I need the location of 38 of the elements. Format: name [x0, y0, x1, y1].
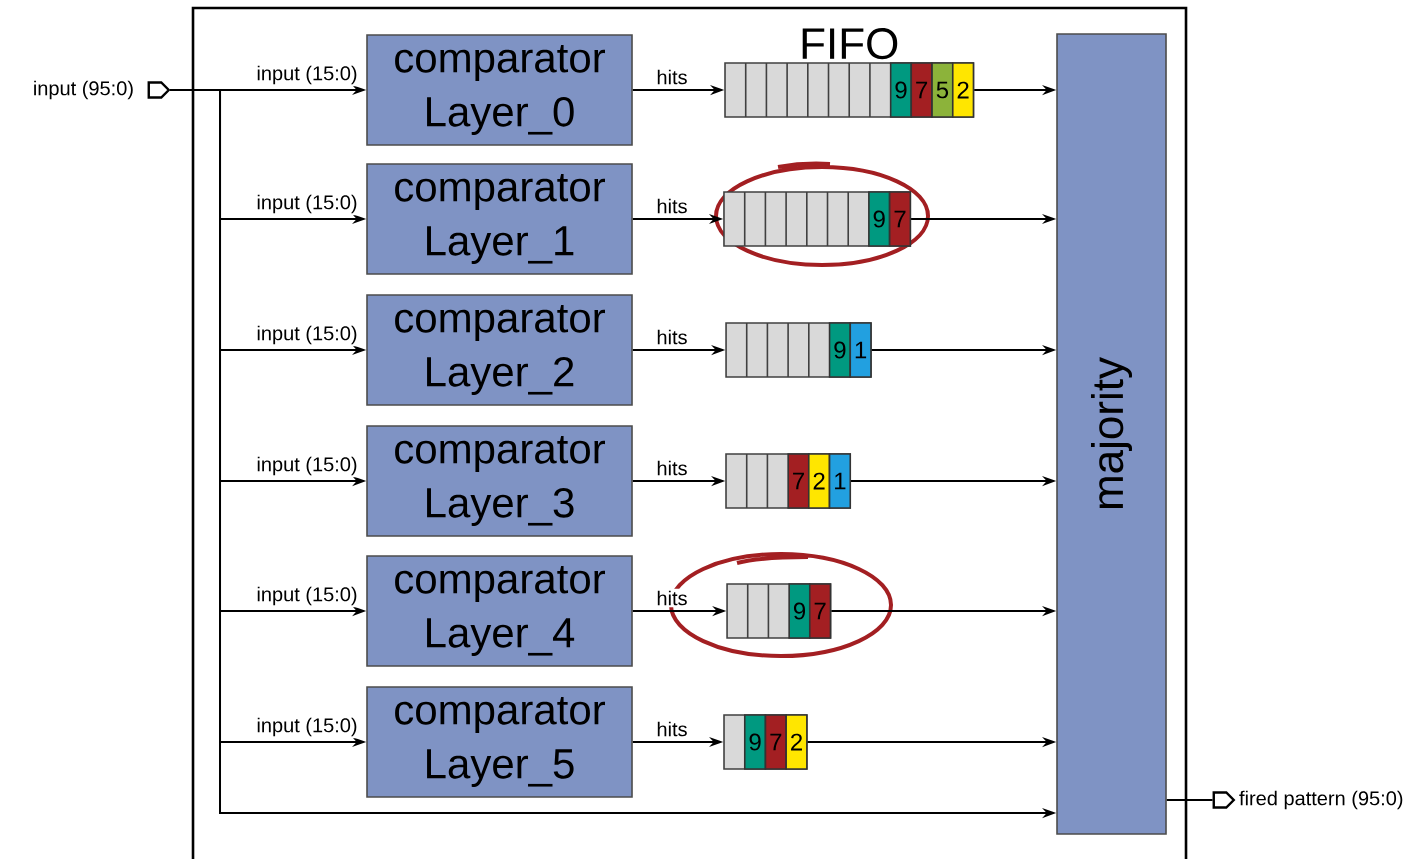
comparator-box: comparator Layer_1 [366, 163, 633, 275]
fifo-cell: 9 [868, 191, 891, 247]
fifo-cell: 2 [785, 714, 808, 770]
fifo-cell: 5 [931, 62, 954, 118]
fifo-cell: 1 [828, 453, 852, 509]
edge-label: input (15:0) [254, 584, 360, 608]
fifo-cell: 7 [910, 62, 933, 118]
edge-label: hits [654, 458, 690, 478]
fifo-cell: 2 [807, 453, 831, 509]
edge-label: hits [654, 588, 690, 608]
comparator-box: comparator Layer_0 [366, 34, 633, 146]
edge-label: input (15:0) [254, 192, 360, 216]
comparator-box: comparator Layer_3 [366, 425, 633, 537]
edge-label: input (15:0) [254, 63, 360, 87]
fifo-cell: 7 [808, 583, 832, 639]
port-label: fired pattern (95:0) [1239, 790, 1403, 810]
fifo-cell: 7 [787, 453, 810, 509]
edge-label: hits [654, 719, 690, 739]
edge-label: hits [654, 196, 690, 216]
edge-label: hits [654, 67, 690, 87]
edge-label: hits [654, 327, 690, 347]
fifo-cell: 9 [788, 583, 811, 639]
comparator-box: comparator Layer_4 [366, 555, 633, 667]
fifo-cell: 2 [951, 62, 975, 118]
fifo-cell: 9 [889, 62, 913, 118]
comparator-box: comparator Layer_2 [366, 294, 633, 406]
edge-label: input (15:0) [254, 454, 360, 478]
comparator-box: comparator Layer_5 [366, 686, 633, 798]
edge-label: input (15:0) [254, 323, 360, 347]
fifo-cell: 9 [828, 322, 852, 378]
fifo-cell: 9 [743, 714, 767, 770]
fifo-cell: 7 [764, 714, 787, 770]
majority-box: majority [1056, 33, 1167, 835]
node-label: FIFO [802, 28, 898, 60]
fifo-cell: 7 [888, 191, 912, 247]
port-label: input (95:0) [34, 80, 133, 100]
edge-label: input (15:0) [254, 715, 360, 739]
fifo-cell: 1 [849, 322, 872, 378]
